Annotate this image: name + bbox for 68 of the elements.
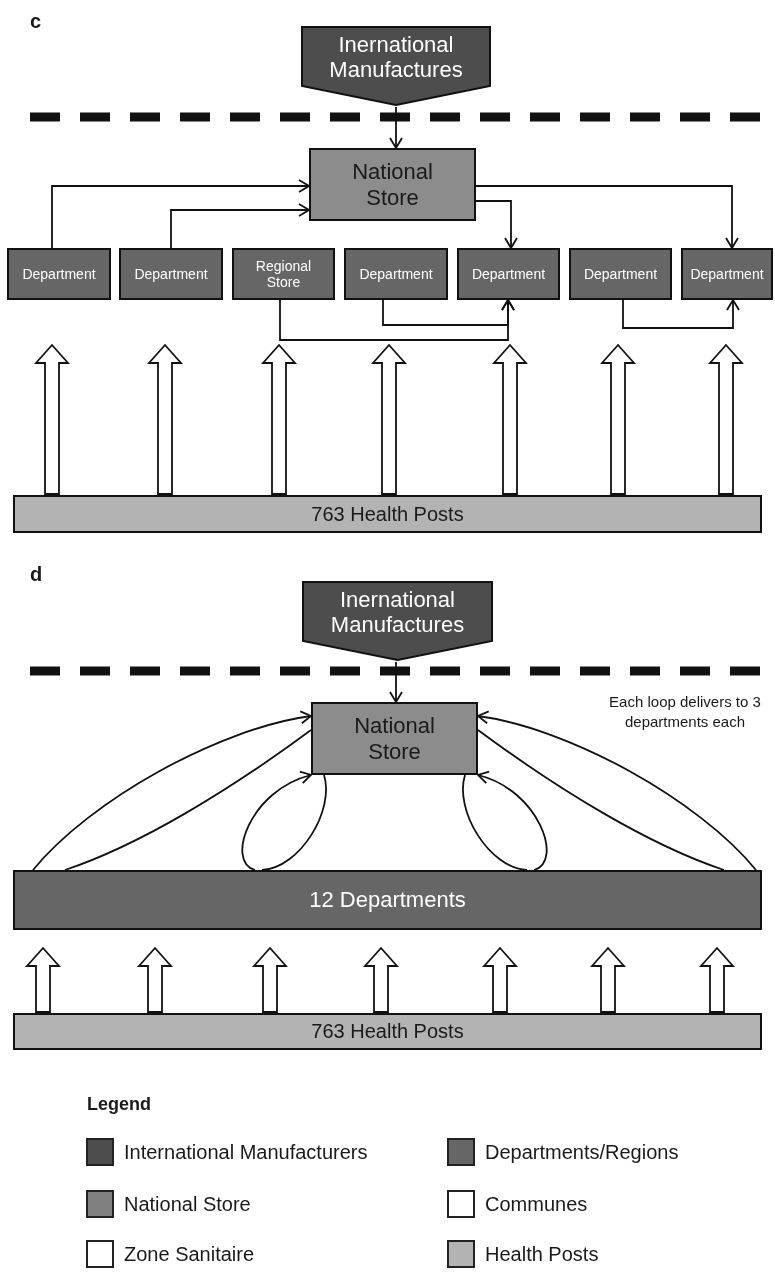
node-label: Department (690, 265, 764, 283)
department-box (119, 248, 223, 300)
connector-line (261, 774, 327, 871)
arrow (241, 771, 312, 871)
connector-line (462, 774, 528, 871)
block-arrow (252, 946, 288, 1013)
block-arrow (363, 946, 399, 1013)
block-arrow (708, 343, 744, 495)
arrow (622, 299, 740, 329)
node-label: National Store (353, 713, 436, 764)
department-box (457, 248, 560, 300)
arrow (170, 203, 310, 249)
arrow (389, 106, 403, 149)
source-shape (301, 26, 491, 106)
note-text: Each loop delivers to 3 departments each (608, 692, 762, 731)
block-arrow (590, 946, 626, 1013)
node-label: Department (471, 265, 546, 283)
source-shape (302, 581, 493, 661)
block-arrow (261, 343, 297, 495)
node-label: Inernational Manufactures (328, 32, 464, 83)
legend-label: Departments/Regions (485, 1140, 679, 1164)
department-box (681, 248, 773, 300)
health-posts-bar (13, 495, 762, 533)
block-arrow (482, 946, 518, 1013)
panel-letter: d (30, 563, 43, 586)
block-arrow (492, 343, 528, 495)
panel-letter: c (30, 10, 42, 33)
node-label: Department (359, 265, 433, 283)
department-box (7, 248, 111, 300)
legend-label: Zone Sanitaire (124, 1242, 255, 1266)
block-arrow (25, 946, 61, 1013)
block-arrow (699, 946, 735, 1013)
node-label: Department (22, 265, 96, 283)
arrow (382, 299, 515, 326)
arrow (477, 771, 548, 871)
arrow (51, 179, 310, 249)
node-label: National Store (351, 159, 434, 210)
arrow (389, 661, 403, 703)
department-box (569, 248, 672, 300)
block-arrow (34, 343, 70, 495)
health-posts-bar (13, 1013, 762, 1050)
node-label: 12 Departments (309, 887, 466, 913)
block-arrow (600, 343, 636, 495)
arrow (475, 200, 518, 249)
node-label: Regional Store (254, 257, 313, 291)
node-label: 763 Health Posts (311, 1020, 464, 1043)
store-box (311, 702, 478, 775)
legend-label: National Store (124, 1192, 251, 1216)
legend-label: International Manufacturers (124, 1140, 368, 1164)
arrow (32, 710, 312, 871)
block-arrow (371, 343, 407, 495)
node-label: Department (583, 265, 658, 283)
block-arrow (137, 946, 173, 1013)
node-label: Inernational Manufactures (329, 587, 466, 638)
legend-label: Health Posts (485, 1242, 599, 1266)
arrow (475, 185, 739, 249)
department-box (344, 248, 448, 300)
arrow (477, 710, 757, 871)
legend-label: Communes (485, 1192, 588, 1216)
block-arrow (147, 343, 183, 495)
node-label: Department (134, 265, 208, 283)
legend-title: Legend (87, 1094, 151, 1115)
connector-line (477, 729, 725, 871)
store-box (309, 148, 476, 221)
department-box (13, 870, 762, 930)
node-label: 763 Health Posts (311, 502, 464, 526)
connector-line (64, 729, 312, 871)
department-box (232, 248, 335, 300)
